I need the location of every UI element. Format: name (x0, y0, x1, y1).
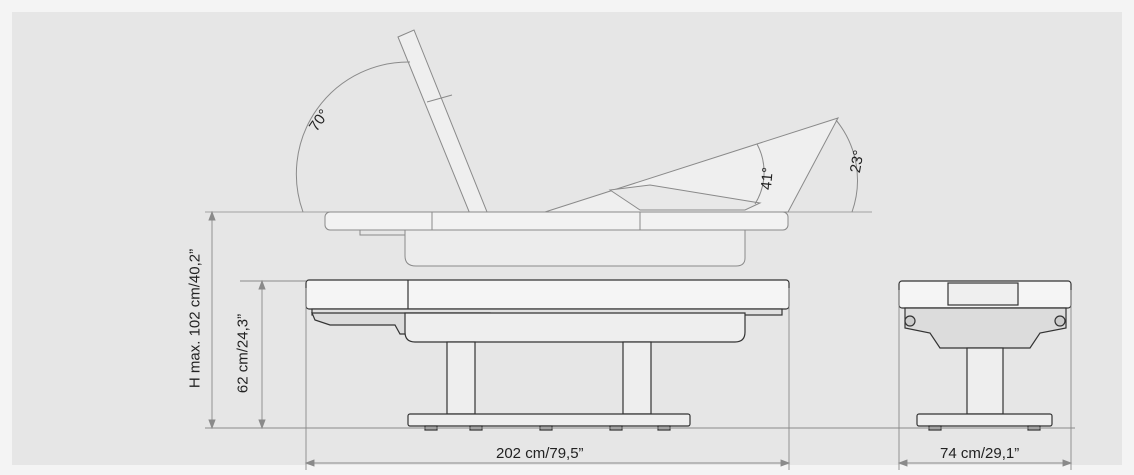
dimension-lines (205, 210, 1075, 470)
side-view-table (305, 279, 790, 431)
front-mechanism (904, 307, 1067, 349)
dimension-width: 74 cm/29,1” (940, 445, 1020, 462)
front-view-table (898, 280, 1072, 431)
angle-arcs (295, 61, 858, 213)
front-wheels (904, 315, 1066, 327)
dimension-length: 202 cm/79,5” (496, 445, 584, 462)
dimension-height-max: H max. 102 cm/40,2” (186, 248, 204, 389)
front-headrest (947, 282, 1019, 306)
side-top (305, 279, 790, 310)
backrest-detail (426, 94, 453, 103)
leg-support (608, 184, 762, 211)
backrest (397, 29, 488, 215)
side-body (404, 312, 746, 343)
raised-tabletop (324, 211, 789, 231)
side-base (407, 413, 691, 427)
angle-label-leg-upper: 41° (757, 166, 777, 191)
raised-underbody (404, 229, 746, 267)
arc-41 (754, 143, 765, 205)
arc-23 (835, 119, 858, 213)
side-column-right (622, 341, 652, 415)
front-column (966, 347, 1004, 415)
front-base (916, 413, 1053, 427)
arc-70 (295, 61, 411, 213)
dimension-height-min: 62 cm/24,3” (234, 313, 252, 394)
side-column-left (446, 341, 476, 415)
reclined-table-outline (324, 29, 840, 267)
